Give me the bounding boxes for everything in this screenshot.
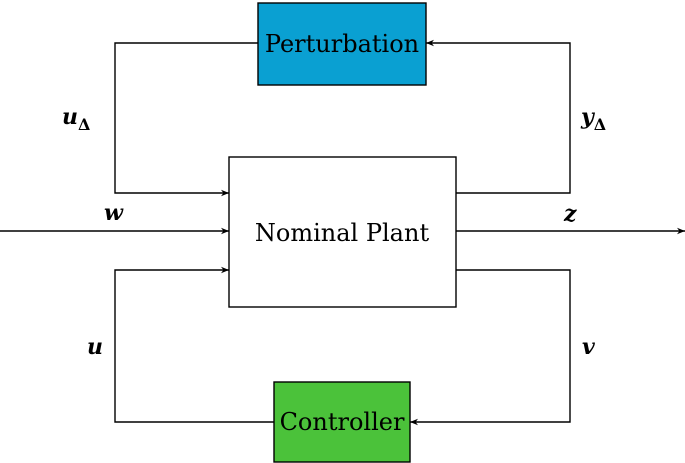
- signal-z-label: z: [563, 201, 577, 227]
- controller-label: Controller: [280, 408, 405, 436]
- nominal-plant-label: Nominal Plant: [255, 219, 430, 247]
- wire-y-delta: [426, 39, 571, 194]
- signal-w-label: w: [104, 200, 124, 226]
- wire-u: [114, 266, 274, 423]
- nominal-plant-block: [228, 156, 457, 308]
- signal-u-delta-label: uΔ: [62, 104, 90, 134]
- signal-u-label: u: [87, 334, 103, 360]
- perturbation-label: Perturbation: [265, 30, 419, 58]
- controller-block: [273, 381, 411, 463]
- signal-v-label: v: [582, 334, 595, 360]
- wire-v: [410, 269, 571, 426]
- signal-y-delta-label: yΔ: [580, 104, 606, 134]
- perturbation-block: [257, 2, 427, 86]
- wire-u-delta: [114, 42, 258, 197]
